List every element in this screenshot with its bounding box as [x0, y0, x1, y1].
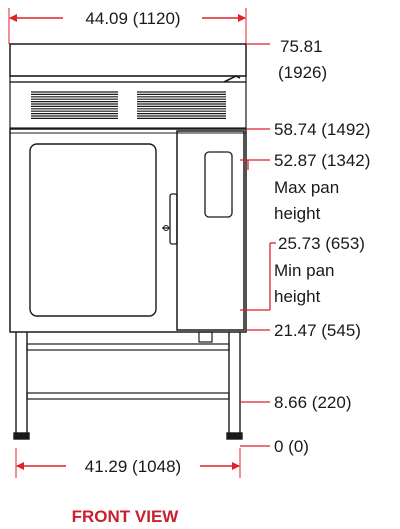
max-pan-label-2: height [274, 204, 321, 223]
drain-tab [198, 331, 213, 343]
height-5287: 52.87 (1342) [274, 151, 370, 170]
control-panel [176, 130, 245, 331]
door-window [29, 143, 157, 317]
front-view-caption: FRONT VIEW [72, 507, 180, 526]
height-leaders [240, 43, 276, 447]
stand [13, 332, 243, 440]
right-foot [226, 432, 243, 440]
oven-top-panel [9, 43, 247, 77]
oven-door-frame [9, 128, 247, 333]
top-handle [223, 75, 241, 83]
height-7581-line1: 75.81 [280, 37, 323, 56]
height-0: 0 (0) [274, 437, 309, 456]
min-pan-label-2: height [274, 287, 321, 306]
min-pan-label-1: Min pan [274, 261, 334, 280]
bottom-width-dimension: 41.29 (1048) [15, 448, 241, 478]
top-width-label: 44.09 (1120) [85, 9, 180, 28]
top-width-dimension: 44.09 (1120) [8, 8, 247, 44]
height-7581-line2: (1926) [278, 63, 327, 82]
height-866: 8.66 (220) [274, 393, 352, 412]
height-2147: 21.47 (545) [274, 321, 361, 340]
oven-unit [9, 43, 247, 343]
vent-housing [9, 81, 247, 129]
oven-top-rail [9, 75, 247, 83]
height-labels: 75.81 (1926) 58.74 (1492) 52.87 (1342) M… [274, 37, 370, 456]
door-handle [162, 193, 178, 245]
height-5874: 58.74 (1492) [274, 120, 370, 139]
bottom-width-label: 41.29 (1048) [85, 457, 181, 476]
left-vent [31, 91, 118, 120]
control-display [204, 151, 233, 218]
left-foot [13, 432, 30, 440]
right-vent [137, 91, 226, 120]
max-pan-label-1: Max pan [274, 178, 339, 197]
height-2573: 25.73 (653) [278, 234, 365, 253]
